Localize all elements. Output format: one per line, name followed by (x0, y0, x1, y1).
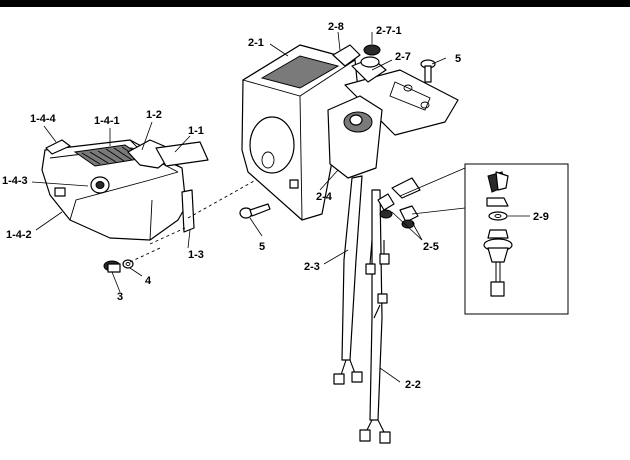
label-3: 3 (117, 291, 123, 303)
label-1-4-1: 1-4-1 (94, 115, 120, 127)
label-2-5: 2-5 (423, 241, 439, 253)
screw-3 (103, 260, 121, 273)
label-2-2: 2-2 (405, 379, 421, 391)
label-1-2: 1-2 (146, 109, 162, 121)
label-5-right: 5 (455, 53, 461, 65)
bracket-1-3 (181, 189, 195, 233)
label-1-4-4: 1-4-4 (30, 113, 57, 125)
mounting-bracket (344, 69, 459, 136)
label-5-left: 5 (259, 241, 265, 253)
label-1-4-3: 1-4-3 (2, 175, 28, 187)
label-2-7: 2-7 (395, 51, 411, 63)
part-2-7 (351, 44, 387, 83)
label-2-9: 2-9 (533, 211, 549, 223)
top-border (0, 0, 630, 7)
harness-2-3 (333, 175, 363, 385)
screw-5-right (420, 59, 436, 83)
label-2-3: 2-3 (304, 261, 320, 273)
label-2-8: 2-8 (328, 21, 344, 33)
label-1-3: 1-3 (188, 249, 204, 261)
detail-callout-top (399, 167, 466, 197)
detail-callout-bottom (411, 207, 466, 215)
harness-2-2 (359, 189, 391, 444)
label-1-4-2: 1-4-2 (6, 229, 32, 241)
detail-box (464, 163, 569, 315)
screw-5-left (239, 203, 271, 219)
main-housing (241, 44, 361, 221)
label-2-1: 2-1 (248, 37, 264, 49)
washer-4 (122, 259, 134, 269)
leader-lines (31, 31, 530, 383)
alignment-line-2 (149, 227, 186, 245)
alignment-line-3 (129, 247, 161, 263)
label-4: 4 (145, 275, 152, 287)
strip-1-1 (155, 141, 209, 167)
unit-2-4 (327, 95, 383, 179)
part-2-8 (332, 44, 361, 67)
switch-detail (483, 171, 513, 297)
label-2-7-1: 2-7-1 (376, 25, 402, 37)
switches-2-5 (377, 177, 421, 229)
label-2-4: 2-4 (316, 191, 333, 203)
label-1-1: 1-1 (188, 125, 204, 137)
